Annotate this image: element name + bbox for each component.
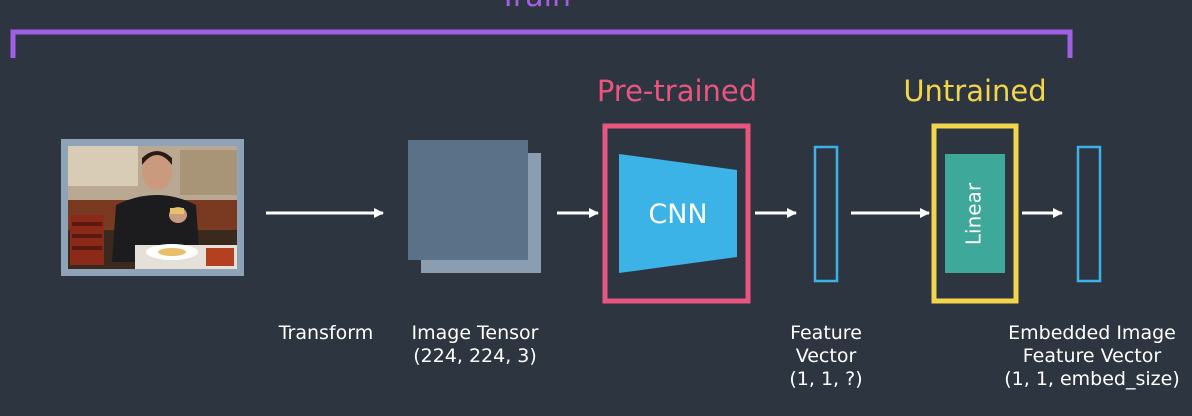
feature-vector-line1: Feature [790,322,862,344]
feature-vector-line2: Vector [795,345,857,367]
cnn-block [619,154,737,273]
feature-vector-caption: Feature Vector (1, 1, ?) [771,322,881,391]
linear-block [945,154,1005,273]
linear-label: Linear [962,182,986,245]
image-tensor-shape: (224, 224, 3) [413,345,537,367]
feature-vector-block [813,145,839,283]
image-tensor-title: Image Tensor [411,322,539,344]
input-image [61,139,244,276]
embedded-vector-line1: Embedded Image [1008,322,1176,344]
embedded-vector-shape: (1, 1, embed_size) [1004,368,1180,390]
untrained-frame [931,123,1019,304]
embedded-vector-line2: Feature Vector [1022,345,1162,367]
image-tensor-block [408,140,541,273]
pretrained-frame [602,123,751,304]
image-tensor-caption: Image Tensor (224, 224, 3) [397,322,553,368]
transform-label: Transform [278,322,374,344]
untrained-label: Untrained [903,74,1046,108]
embedded-vector-block [1076,145,1102,283]
train-bracket [10,29,1073,58]
cnn-label: CNN [648,199,707,230]
embedded-vector-caption: Embedded Image Feature Vector (1, 1, emb… [994,322,1190,391]
pretrained-label: Pre-trained [597,74,757,108]
train-label: Train [498,0,571,14]
feature-vector-shape: (1, 1, ?) [789,368,863,390]
